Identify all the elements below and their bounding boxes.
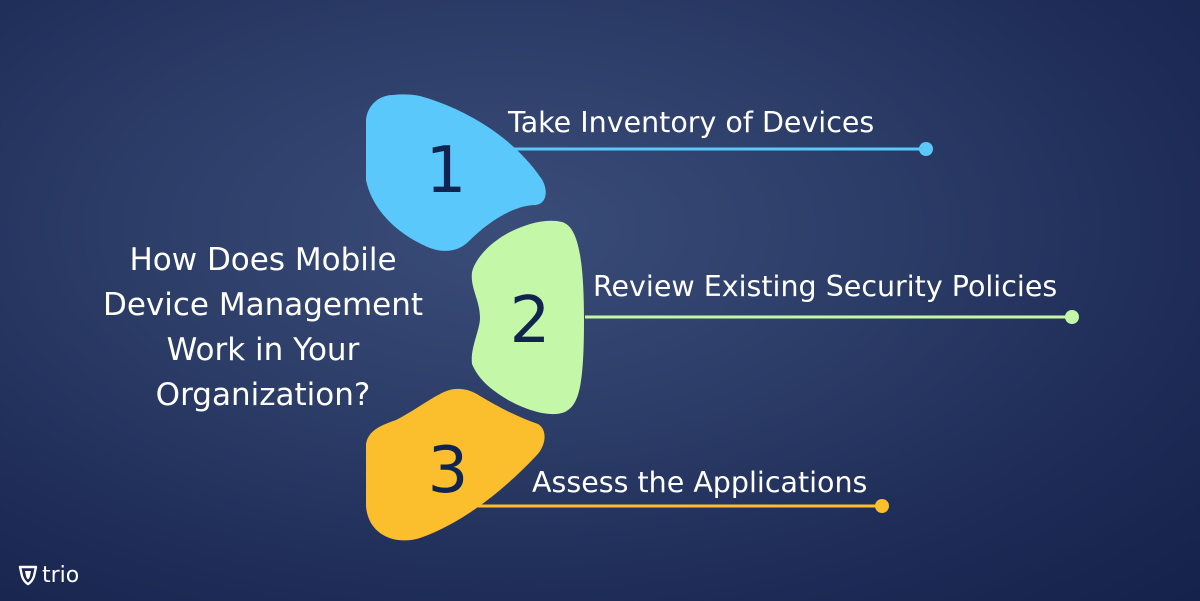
step-2-shape [471,220,584,415]
diagram-title: How Does Mobile Device Management Work i… [78,238,448,418]
step-2-number: 2 [510,284,551,358]
title-line: Organization? [155,377,371,413]
title-line: Work in Your [166,332,360,368]
brand-name: trio [42,562,80,588]
step-3-dot [875,499,889,513]
step-3-number: 3 [428,434,469,508]
step-3-shape [366,388,545,541]
step-1-number: 1 [426,134,467,208]
trio-shield-icon [18,565,38,586]
step-2-dot [1065,310,1079,324]
title-line: Device Management [102,287,424,323]
brand-logo: trio [18,561,79,589]
step-1-shape [366,94,546,251]
title-line: How Does Mobile [129,242,397,278]
step-3-label: Assess the Applications [532,466,868,499]
step-1-dot [919,142,933,156]
step-2-label: Review Existing Security Policies [593,270,1058,303]
step-1-label: Take Inventory of Devices [508,106,875,139]
